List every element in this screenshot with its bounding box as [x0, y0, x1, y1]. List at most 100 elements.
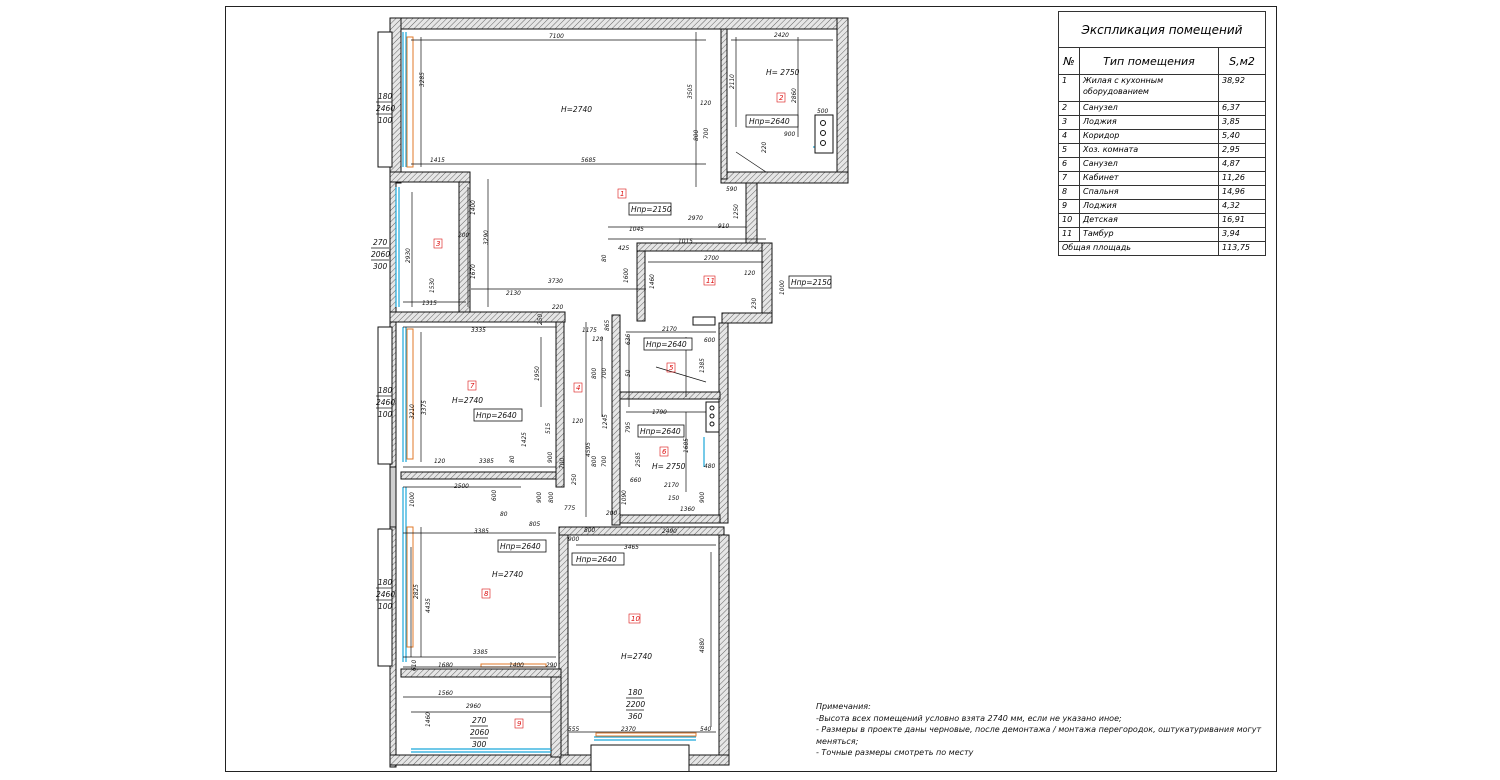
header-num: № [1058, 47, 1080, 75]
win1-mid: 2460 [376, 104, 395, 113]
dim-1530: 1530 [428, 278, 436, 293]
row-type: Хоз. комната [1079, 143, 1219, 158]
dim-220: 220 [760, 142, 768, 153]
win6-mid: 2200 [626, 700, 645, 709]
dim-1600: 1600 [622, 268, 630, 283]
dim-120e: 120 [434, 457, 445, 465]
win3-top: 180 [378, 386, 393, 395]
win5-mid: 2060 [470, 728, 489, 737]
explication-title: Экспликация помещений [1058, 11, 1266, 47]
row-area: 2,95 [1218, 143, 1266, 158]
dim-1685: 1685 [682, 438, 690, 453]
dim-1245: 1245 [601, 414, 609, 429]
room-tag-9: 9 [517, 720, 522, 728]
dim-865: 865 [603, 320, 611, 331]
total-value: 113,75 [1218, 241, 1266, 256]
dim-600: 600 [704, 336, 715, 344]
dim-3465: 3465 [624, 543, 639, 551]
win2-bot: 300 [373, 262, 388, 271]
dim-900e: 900 [568, 535, 579, 543]
dim-3335: 3335 [471, 326, 486, 334]
dim-3385c: 3385 [473, 648, 488, 656]
dim-610: 610 [410, 660, 418, 671]
drawing-sheet: 7100 2420 1415 5685 3285 3505 2110 2860 … [225, 6, 1277, 772]
dim-2585: 2585 [634, 452, 642, 467]
dim-3730: 3730 [548, 277, 563, 285]
dim-800c: 800 [590, 456, 598, 467]
row-area: 16,91 [1218, 213, 1266, 228]
window-fractions: 180 2460 100 270 2060 300 180 2460 100 1… [371, 92, 645, 749]
row-num: 1 [1058, 74, 1080, 102]
room-tag-10: 10 [631, 615, 640, 623]
notes-line: - Размеры в проекте даны черновые, после… [816, 725, 1262, 734]
win5-bot: 300 [472, 740, 487, 749]
dim-1360: 1360 [680, 505, 695, 513]
dim-555: 555 [568, 725, 579, 733]
dim-2700: 2700 [704, 254, 719, 262]
dim-2860: 2860 [790, 88, 798, 103]
tag-hpr2640-5: Нпр=2640 [646, 340, 687, 349]
dim-900c: 900 [698, 492, 706, 503]
room-tag-3: 3 [436, 240, 440, 248]
win1-bot: 100 [378, 116, 393, 125]
dim-250b: 250 [570, 474, 578, 485]
dim-2370: 2370 [621, 725, 636, 733]
win3-bot: 100 [378, 410, 393, 419]
row-num: 7 [1058, 171, 1080, 186]
row-num: 5 [1058, 143, 1080, 158]
dim-7100: 7100 [549, 32, 564, 40]
height-room10: Н=2740 [621, 652, 652, 661]
dim-3210: 3210 [408, 404, 416, 419]
dim-1400b: 1400 [509, 661, 524, 669]
dim-50: 50 [624, 369, 632, 377]
header-area: S,м2 [1218, 47, 1266, 75]
dim-4880: 4880 [698, 638, 706, 653]
dim-80c: 80 [500, 510, 508, 518]
tag-hpr2640-8: Нпр=2640 [500, 542, 541, 551]
dim-290: 290 [546, 661, 557, 669]
win1-top: 180 [378, 92, 393, 101]
room-tag-2: 2 [779, 94, 784, 102]
dim-775: 775 [564, 504, 575, 512]
dim-2500: 2500 [454, 482, 469, 490]
win5-top: 270 [472, 716, 487, 725]
dim-1250: 1250 [732, 204, 740, 219]
row-type: Санузел [1079, 101, 1219, 116]
dim-4435: 4435 [424, 598, 432, 613]
notes-block: Примечания: -Высота всех помещений услов… [816, 701, 1276, 759]
height-room8: Н=2740 [492, 570, 523, 579]
height-labels: Н=2740 Н= 2750 Н=2740 Н= 2750 Н=2740 Н=2… [452, 68, 800, 661]
dim-1015: 1015 [678, 237, 693, 245]
tag-hpr2640-10: Нпр=2640 [576, 555, 617, 564]
dim-636: 636 [624, 334, 632, 345]
row-area: 11,26 [1218, 171, 1266, 186]
row-area: 4,87 [1218, 157, 1266, 172]
row-num: 3 [1058, 115, 1080, 130]
dim-3505: 3505 [686, 84, 694, 99]
dim-250: 250 [536, 314, 544, 325]
dim-4595: 4595 [584, 442, 592, 457]
height-room7: Н=2740 [452, 396, 483, 405]
win2-top: 270 [373, 238, 388, 247]
row-area: 14,96 [1218, 185, 1266, 200]
dim-900: 900 [784, 130, 795, 138]
dim-700b: 700 [600, 368, 608, 379]
row-type: Лоджия [1079, 115, 1219, 130]
dim-120c: 120 [592, 335, 603, 343]
dim-2930: 2930 [404, 248, 412, 263]
dim-800: 800 [692, 130, 700, 141]
dim-590: 590 [726, 185, 737, 193]
dim-2825: 2825 [412, 584, 420, 599]
win6-bot: 360 [628, 712, 643, 721]
row-num: 4 [1058, 129, 1080, 144]
dim-3375: 3375 [420, 400, 428, 415]
dim-1315: 1315 [422, 299, 437, 307]
dim-700: 700 [702, 128, 710, 139]
window-glazing [395, 32, 830, 753]
row-area: 6,37 [1218, 101, 1266, 116]
